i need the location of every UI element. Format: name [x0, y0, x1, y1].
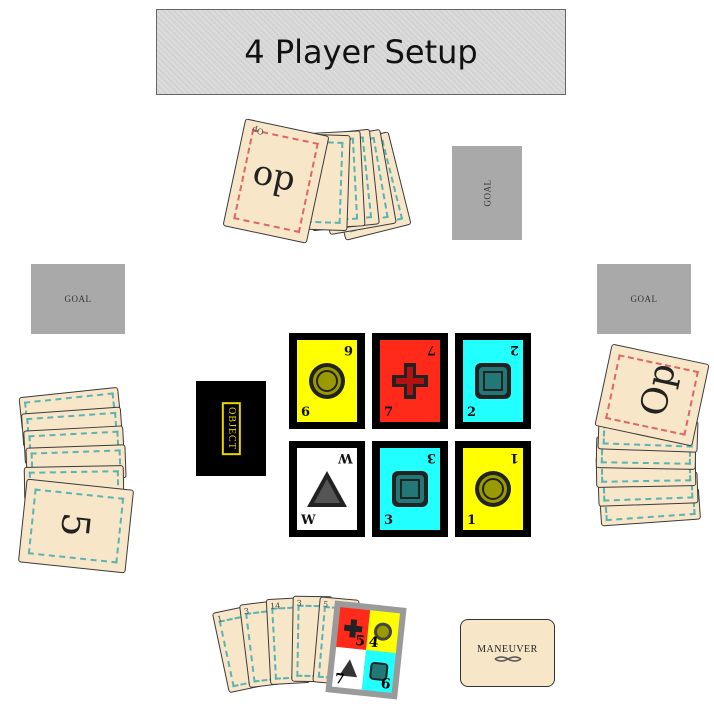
quad-symbol-card[interactable]: 5 4 7 6 — [325, 600, 406, 699]
left-player-hand: 5 — [10, 380, 140, 570]
quad-number: 7 — [334, 671, 345, 688]
object-card[interactable]: OBJECT — [196, 381, 266, 476]
card-corner-number: 3 — [243, 607, 249, 617]
card-number: 7 — [427, 342, 436, 357]
goal-card-left[interactable]: GOAL — [31, 264, 125, 334]
maneuver-card-label: MANEUVER — [477, 644, 538, 655]
top-player-hand: ? Op do — [225, 118, 425, 248]
card-text: do — [248, 156, 298, 204]
quad-cell-circle: 4 — [366, 610, 400, 653]
goal-card-top[interactable]: GOAL — [452, 146, 522, 240]
quad-number: 5 — [354, 633, 365, 650]
card-number: 3 — [427, 450, 436, 465]
goal-label: GOAL — [65, 294, 92, 304]
card-number: 3 — [384, 513, 393, 528]
card-number: W — [301, 513, 316, 528]
goal-label: GOAL — [631, 294, 658, 304]
quad-number: 4 — [368, 634, 379, 651]
goal-card-right[interactable]: GOAL — [597, 264, 691, 334]
card-corner-number: 14 — [270, 601, 281, 611]
page-title: 4 Player Setup — [244, 33, 477, 71]
knot-ornament-icon — [493, 655, 523, 663]
card-corner-number: 5 — [323, 600, 329, 609]
card-number: 2 — [510, 342, 519, 357]
circle-icon — [307, 361, 347, 401]
square-icon — [473, 361, 513, 401]
maneuver-card[interactable]: MANEUVER — [460, 619, 555, 687]
quad-number: 6 — [380, 676, 391, 693]
triangle-icon — [305, 469, 349, 509]
quad-cell-triangle: 7 — [332, 647, 366, 690]
card-number: 1 — [467, 513, 476, 528]
card-number: 6 — [344, 342, 353, 357]
card-corner-number: 1 — [216, 614, 223, 624]
quad-cell-square: 6 — [362, 650, 396, 693]
right-player-hand: Op — [590, 345, 710, 535]
square-icon — [390, 469, 430, 509]
card-number: 7 — [384, 405, 393, 420]
card-number: 2 — [467, 405, 476, 420]
setup-title-box: 4 Player Setup — [156, 9, 566, 95]
card-number: 5 — [52, 511, 98, 540]
bottom-player-hand: 1 3 14 3 5 5 4 7 — [210, 590, 420, 700]
circle-icon — [473, 469, 513, 509]
card-corner-number: 3 — [297, 599, 302, 608]
card-number: W — [338, 450, 353, 465]
quad-cell-cross: 5 — [336, 607, 370, 650]
card-number: 1 — [510, 450, 519, 465]
hand-card-front[interactable]: 5 — [18, 479, 134, 574]
object-card-label: OBJECT — [221, 402, 240, 455]
card-number: 6 — [301, 405, 310, 420]
cross-icon — [390, 361, 430, 401]
goal-label: GOAL — [482, 180, 492, 207]
